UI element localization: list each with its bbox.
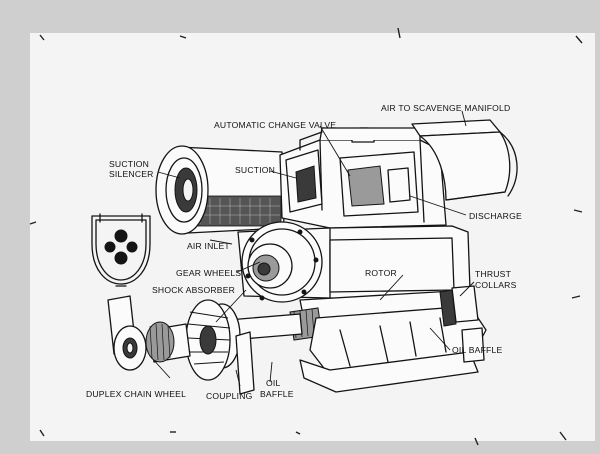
bearing-housing	[299, 285, 487, 393]
label-automatic-change-valve: AUTOMATIC CHANGE VALVE	[214, 120, 336, 130]
gear-end-cover	[241, 221, 323, 303]
scavenge-duct	[411, 119, 518, 201]
label-suction: SUCTION	[235, 165, 275, 175]
label-thrust-collars-2: COLLARS	[475, 280, 517, 290]
pin-marks	[29, 27, 583, 446]
label-gear-wheels: GEAR WHEELS	[176, 268, 241, 278]
label-air-inlet: AIR INLET	[187, 241, 230, 251]
label-rotor: ROTOR	[365, 268, 397, 278]
duplex-chain-wheel	[107, 295, 191, 371]
suction-silencer	[155, 145, 285, 235]
label-oil-baffle-1: OIL	[266, 378, 280, 388]
rotor-section-inset	[91, 213, 151, 287]
leader-lines	[149, 110, 475, 387]
label-duplex-chain-wheel: DUPLEX CHAIN WHEEL	[86, 389, 186, 399]
callout-labels: AIR TO SCAVENGE MANIFOLD AUTOMATIC CHANG…	[86, 103, 522, 401]
label-oil-baffle-right: OIL BAFFLE	[452, 345, 502, 355]
label-coupling: COUPLING	[206, 391, 253, 401]
valve-housing	[279, 127, 447, 229]
label-suction-silencer-2: SILENCER	[109, 169, 154, 179]
label-shock-absorber: SHOCK ABSORBER	[152, 285, 235, 295]
label-discharge: DISCHARGE	[469, 211, 522, 221]
label-suction-silencer-1: SUCTION	[109, 159, 149, 169]
coupling-assembly	[185, 299, 255, 395]
label-thrust-collars-1: THRUST	[475, 269, 512, 279]
label-air-to-scavenge-manifold: AIR TO SCAVENGE MANIFOLD	[381, 103, 510, 113]
label-oil-baffle-2: BAFFLE	[260, 389, 294, 399]
